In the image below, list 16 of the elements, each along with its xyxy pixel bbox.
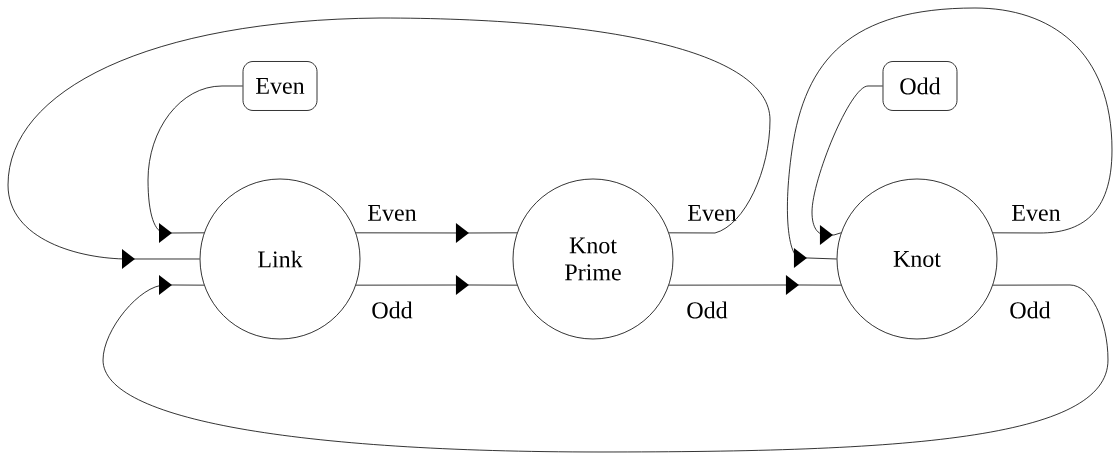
edge-label: Even <box>688 205 737 221</box>
arrow <box>355 275 518 295</box>
arrow <box>147 85 243 243</box>
arrow <box>787 7 1113 268</box>
input-box: Even <box>242 61 318 111</box>
arrow <box>668 275 842 295</box>
edge-label: Odd <box>687 301 728 319</box>
edge-label: Even <box>368 205 417 221</box>
edge-label: Odd <box>1010 301 1051 319</box>
arrow <box>102 275 1109 453</box>
arrow <box>355 223 518 243</box>
arrow <box>7 17 771 269</box>
input-box: Odd <box>882 61 958 111</box>
edge-label: Even <box>1012 205 1061 221</box>
arrow <box>811 85 883 245</box>
edge-label: Odd <box>372 301 413 319</box>
